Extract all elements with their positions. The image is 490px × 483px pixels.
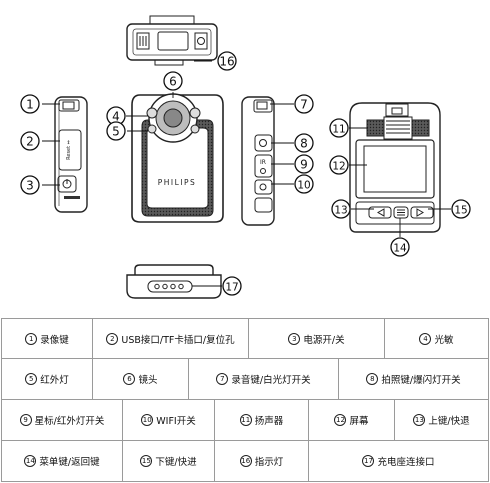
left-side-view: Reset ⇔ xyxy=(54,96,88,213)
callout-11: 11 xyxy=(329,118,349,138)
callout-9: 9 xyxy=(294,154,314,174)
svg-text:8: 8 xyxy=(300,137,308,151)
svg-text:10: 10 xyxy=(297,180,310,192)
svg-text:11: 11 xyxy=(332,124,345,136)
top-view xyxy=(126,15,218,66)
svg-text:13: 13 xyxy=(334,205,347,217)
bottom-view xyxy=(126,264,222,299)
svg-text:1: 1 xyxy=(26,98,34,112)
svg-text:6: 6 xyxy=(169,75,177,89)
brand-logo: PHILIPS xyxy=(158,178,197,187)
callout-12: 12 xyxy=(329,155,349,175)
callout-6: 6 xyxy=(163,71,183,91)
svg-text:2: 2 xyxy=(26,135,34,149)
svg-text:15: 15 xyxy=(454,205,467,217)
leader-lines xyxy=(42,60,451,287)
callout-3: 3 xyxy=(20,175,40,195)
callout-15: 15 xyxy=(451,199,471,219)
svg-text:14: 14 xyxy=(393,243,407,255)
callout-2: 2 xyxy=(20,131,40,151)
svg-text:4: 4 xyxy=(112,110,120,124)
front-view: PHILIPS xyxy=(131,93,224,223)
callout-16: 16 xyxy=(217,51,237,71)
right-side-view: IR xyxy=(241,96,275,226)
callout-17: 17 xyxy=(222,276,242,296)
svg-text:12: 12 xyxy=(332,161,345,173)
callout-10: 10 xyxy=(294,174,314,194)
svg-text:Reset ⇔: Reset ⇔ xyxy=(66,140,72,160)
svg-text:3: 3 xyxy=(26,179,34,193)
callout-14: 14 xyxy=(390,237,410,257)
callout-8: 8 xyxy=(294,133,314,153)
device-diagram: Reset ⇔ PHILIPS IR xyxy=(20,15,471,299)
callout-labels: 16 1 2 3 6 4 5 7 8 9 10 11 12 13 14 15 1… xyxy=(20,51,471,296)
svg-text:IR: IR xyxy=(260,159,266,166)
callout-1: 1 xyxy=(20,94,40,114)
callout-7: 7 xyxy=(294,94,314,114)
svg-text:17: 17 xyxy=(225,282,238,294)
svg-text:9: 9 xyxy=(300,158,308,172)
callout-4: 4 xyxy=(106,106,126,126)
svg-text:7: 7 xyxy=(300,98,308,112)
back-view xyxy=(349,102,441,233)
callout-13: 13 xyxy=(331,199,351,219)
svg-text:16: 16 xyxy=(219,55,234,69)
svg-text:5: 5 xyxy=(112,125,120,139)
callout-5: 5 xyxy=(106,121,126,141)
